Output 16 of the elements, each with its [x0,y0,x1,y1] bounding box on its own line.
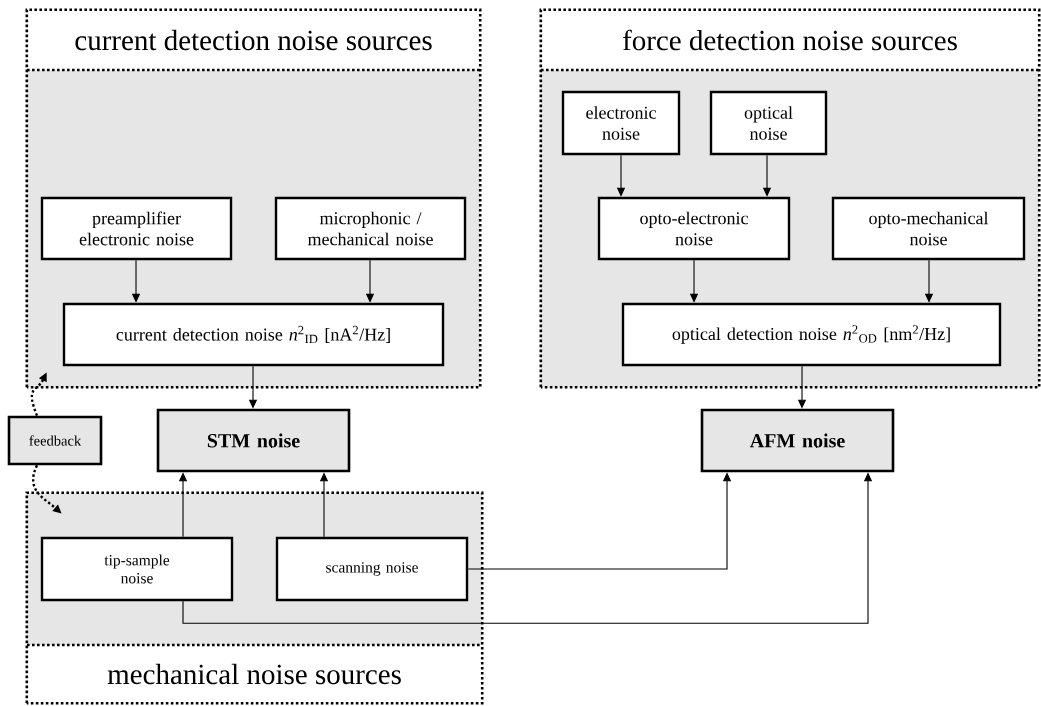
process-box: scanning noise [275,536,469,602]
panel-heading: mechanical noise sources [107,663,401,685]
process-box: opto-mechanical noise [831,196,1026,261]
result-box: AFM noise [700,408,895,473]
panel-heading: force detection noise sources [623,29,957,51]
process-box: tip-sample noise [40,536,234,602]
process-box: opto-electronic noise [597,196,791,261]
feedback-box: feedback [7,415,103,466]
process-box: electronic noise [561,90,681,156]
panel-heading: current detection noise sources [75,29,432,51]
result-box: STM noise [156,408,351,473]
process-box: microphonic / mechanical noise [274,196,467,261]
process-box: optical detection noise n$^{2}$$_{OD}$ [nm$^{2}$/Hz] [621,302,1002,367]
process-box: current detection noise n$^{2}$$_{ID}$ [nA$^{2}$/Hz] [62,302,445,367]
process-box: optical noise [709,90,828,156]
process-box: preamplifier electronic noise [40,196,233,261]
